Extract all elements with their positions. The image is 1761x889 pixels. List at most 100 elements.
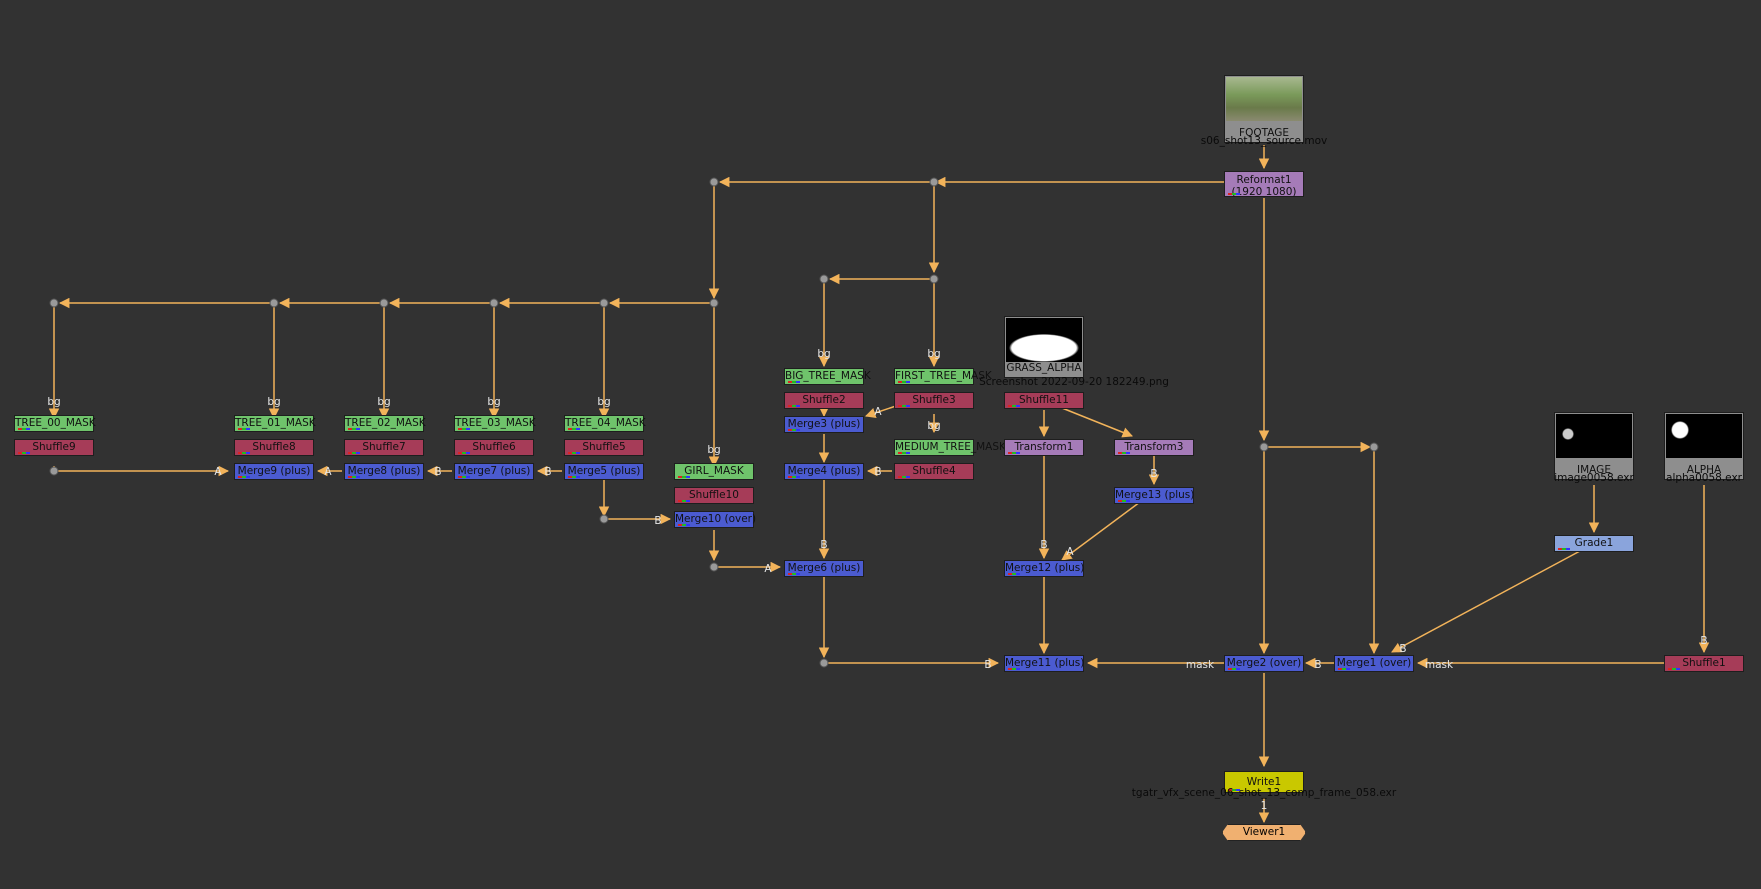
grass-alpha-filename: Screenshot 2022-09-20 182249.png [979,376,1169,388]
b-input-label: B [820,539,828,551]
tree03-mask-node[interactable]: TREE_03_MASK [454,415,536,432]
dot[interactable] [1259,442,1269,452]
shuffle4-node[interactable]: Shuffle4 [894,463,974,480]
channel-bar [788,429,800,431]
b-input-label: B [1314,659,1322,671]
bg-input-label: bg [487,396,501,408]
channel-bar [238,452,250,454]
merge4-node[interactable]: Merge4 (plus) [784,463,864,480]
bg-input-label: bg [597,396,611,408]
shuffle5-node[interactable]: Shuffle5 [564,439,644,456]
shuffle6-node[interactable]: Shuffle6 [454,439,534,456]
bg-input-label: bg [707,444,721,456]
grade1-node[interactable]: Grade1 [1554,535,1634,552]
dot[interactable] [819,658,829,668]
tree04-mask-node[interactable]: TREE_04_MASK [564,415,646,432]
bg-input-label: bg [267,396,281,408]
footage-label: FOOTAGE [1239,127,1289,139]
dot[interactable] [1369,442,1379,452]
footage-thumbnail [1226,77,1302,121]
channel-bar [1008,668,1020,670]
merge6-node[interactable]: Merge6 (plus) [784,560,864,577]
dot[interactable] [709,562,719,572]
footage-read-node[interactable]: FOOTAGE [1224,75,1304,143]
channel-bar [1008,573,1020,575]
medium-tree-mask-node[interactable]: MEDIUM_TREE_MASK [894,439,1006,456]
channel-bar [1118,500,1130,502]
viewer1-node[interactable]: Viewer1 [1222,824,1306,841]
channel-bar [898,405,910,407]
channel-bar [1338,668,1350,670]
write1-filename: tgatr_vfx_scene_06_shot_13_comp_frame_05… [1131,787,1397,799]
a-input-label: A [324,466,332,478]
merge1-node[interactable]: Merge1 (over) [1334,655,1414,672]
channel-bar [568,476,580,478]
dot[interactable] [819,274,829,284]
grass-alpha-read-node[interactable]: GRASS_ALPHA [1004,316,1084,378]
image-label: IMAGE [1577,464,1611,476]
image-thumbnail [1556,414,1632,458]
transform1-node[interactable]: Transform1 [1004,439,1084,456]
dot[interactable] [709,177,719,187]
a-input-label: A [214,466,222,478]
write1-node[interactable]: Write1 [1224,771,1304,793]
shuffle7-node[interactable]: Shuffle7 [344,439,424,456]
channel-bar [1228,668,1240,670]
shuffle2-node[interactable]: Shuffle2 [784,392,864,409]
merge9-node[interactable]: Merge9 (plus) [234,463,314,480]
a-input-label: A [1066,546,1074,558]
merge8-node[interactable]: Merge8 (plus) [344,463,424,480]
shuffle3-node[interactable]: Shuffle3 [894,392,974,409]
mask-input-label: mask [1424,659,1454,671]
image-read-node[interactable]: IMAGE [1554,412,1634,480]
dot[interactable] [929,274,939,284]
merge3-node[interactable]: Merge3 (plus) [784,416,864,433]
dot[interactable] [929,177,939,187]
dot[interactable] [599,298,609,308]
channel-bar [1558,548,1570,550]
dot[interactable] [379,298,389,308]
b-input-label: B [1040,539,1048,551]
transform3-node[interactable]: Transform3 [1114,439,1194,456]
dot[interactable] [49,298,59,308]
big-tree-mask-node[interactable]: BIG_TREE_MASK [784,368,871,385]
reformat1-size: (1920 1080) [1231,186,1297,198]
channel-bar [898,452,910,454]
shuffle8-node[interactable]: Shuffle8 [234,439,314,456]
first-tree-mask-node[interactable]: FIRST_TREE_MASK [894,368,992,385]
reformat1-node[interactable]: Reformat1 (1920 1080) [1224,171,1304,198]
alpha-read-node[interactable]: ALPHA [1664,412,1744,480]
grass-alpha-thumbnail [1006,318,1082,362]
merge11-node[interactable]: Merge11 (plus) [1004,655,1084,672]
bg-input-label: bg [47,396,61,408]
shuffle9-node[interactable]: Shuffle9 [14,439,94,456]
dot[interactable] [489,298,499,308]
channel-bar [788,476,800,478]
tree02-mask-node[interactable]: TREE_02_MASK [344,415,426,432]
channel-bar [568,452,580,454]
dot[interactable] [599,514,609,524]
merge2-node[interactable]: Merge2 (over) [1224,655,1304,672]
merge10-node[interactable]: Merge10 (over) [674,511,756,528]
channel-bar [678,524,690,526]
dot[interactable] [709,298,719,308]
tree00-mask-node[interactable]: TREE_00_MASK [14,415,96,432]
a-input-label: A [874,406,882,418]
tree01-mask-node[interactable]: TREE_01_MASK [234,415,316,432]
bg-input-label: bg [377,396,391,408]
dot[interactable] [269,298,279,308]
b-input-label: B [654,515,662,527]
merge7-node[interactable]: Merge7 (plus) [454,463,534,480]
channel-bar [458,452,470,454]
shuffle1-node[interactable]: Shuffle1 [1664,655,1744,672]
merge5-node[interactable]: Merge5 (plus) [564,463,644,480]
merge12-node[interactable]: Merge12 (plus) [1004,560,1084,577]
dot[interactable] [49,466,59,476]
shuffle10-node[interactable]: Shuffle10 [674,487,754,504]
girl-mask-node[interactable]: GIRL_MASK [674,463,754,480]
channel-bar [1008,405,1020,407]
merge13-node[interactable]: Merge13 (plus) [1114,487,1194,504]
shuffle11-node[interactable]: Shuffle11 [1004,392,1084,409]
channel-bar [1228,193,1240,195]
channel-bar [458,476,470,478]
